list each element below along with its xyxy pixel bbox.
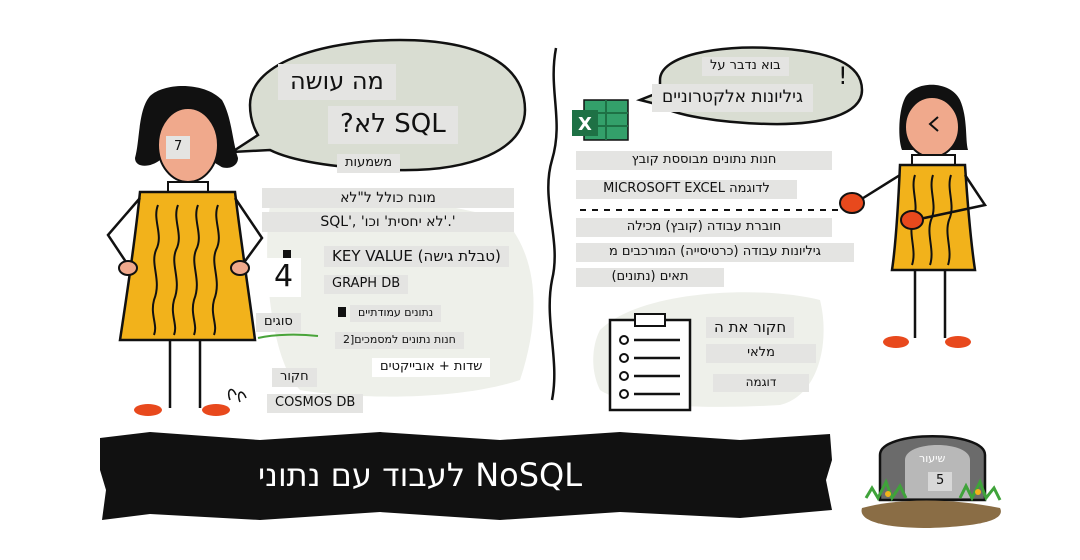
- center-divider: [547, 47, 558, 401]
- workbook-line1: חוברת עבודה (קובץ) מכילה: [576, 218, 832, 237]
- right-bubble-line2: גיליונות אלקטרוניים: [652, 84, 813, 112]
- explore-label: חקור: [272, 368, 317, 387]
- svg-text:X: X: [578, 114, 592, 135]
- left-bubble-line2: ?לא SQL: [328, 106, 458, 144]
- lesson-number: 5: [928, 472, 953, 491]
- lesson-label: שיעור: [919, 452, 946, 465]
- workbook-line3: תאים (נתונים): [576, 268, 724, 287]
- type-item-graph-db: GRAPH DB: [324, 275, 409, 294]
- file-store-line: חנות נתונים מבוססת קובץ: [576, 151, 832, 170]
- clipboard-checklist-icon: [608, 313, 692, 412]
- type-item-key-value: KEY VALUE (טבלת גישה): [324, 246, 509, 268]
- term-line1: מונח כולל ל"לא: [262, 188, 514, 209]
- type-item-document-store: 2]חנות נתונים למסמכים: [335, 332, 464, 349]
- right-character: [839, 84, 988, 348]
- left-bubble-line1: מה עושה: [278, 64, 396, 100]
- types-underline: [257, 333, 319, 339]
- workbook-line2: גיליונות עבודה (כרטיסייה) המורכבים מ: [576, 243, 854, 262]
- right-bubble-line1: בוא נדבר על: [702, 57, 789, 76]
- tombstone: [861, 435, 1002, 528]
- types-label: סוגים: [256, 313, 301, 332]
- banner-title: לעבוד עם נתוני NoSQL: [118, 450, 722, 500]
- sample-label: דוגמה: [713, 374, 809, 392]
- term-line2: SQL', 'לא יחסית' וכו'.': [262, 212, 514, 233]
- explore-the-line: חקור את ה: [706, 317, 795, 339]
- types-count: 4: [266, 258, 302, 297]
- cosmos-db-label: COSMOS DB: [267, 394, 364, 413]
- fields-objects: שדות + אובייקטים: [372, 358, 491, 377]
- meaning-label: משמעות: [337, 154, 401, 173]
- exclaim-mark: !: [838, 62, 848, 90]
- excel-icon: X: [572, 99, 629, 141]
- type-item-columnar: נתונים עמודתיים: [350, 305, 442, 322]
- face-number: 7: [166, 136, 191, 159]
- excel-example-line: MICROSOFT EXCEL לדוגמה: [576, 180, 797, 199]
- filled-label: מלאי: [706, 344, 816, 363]
